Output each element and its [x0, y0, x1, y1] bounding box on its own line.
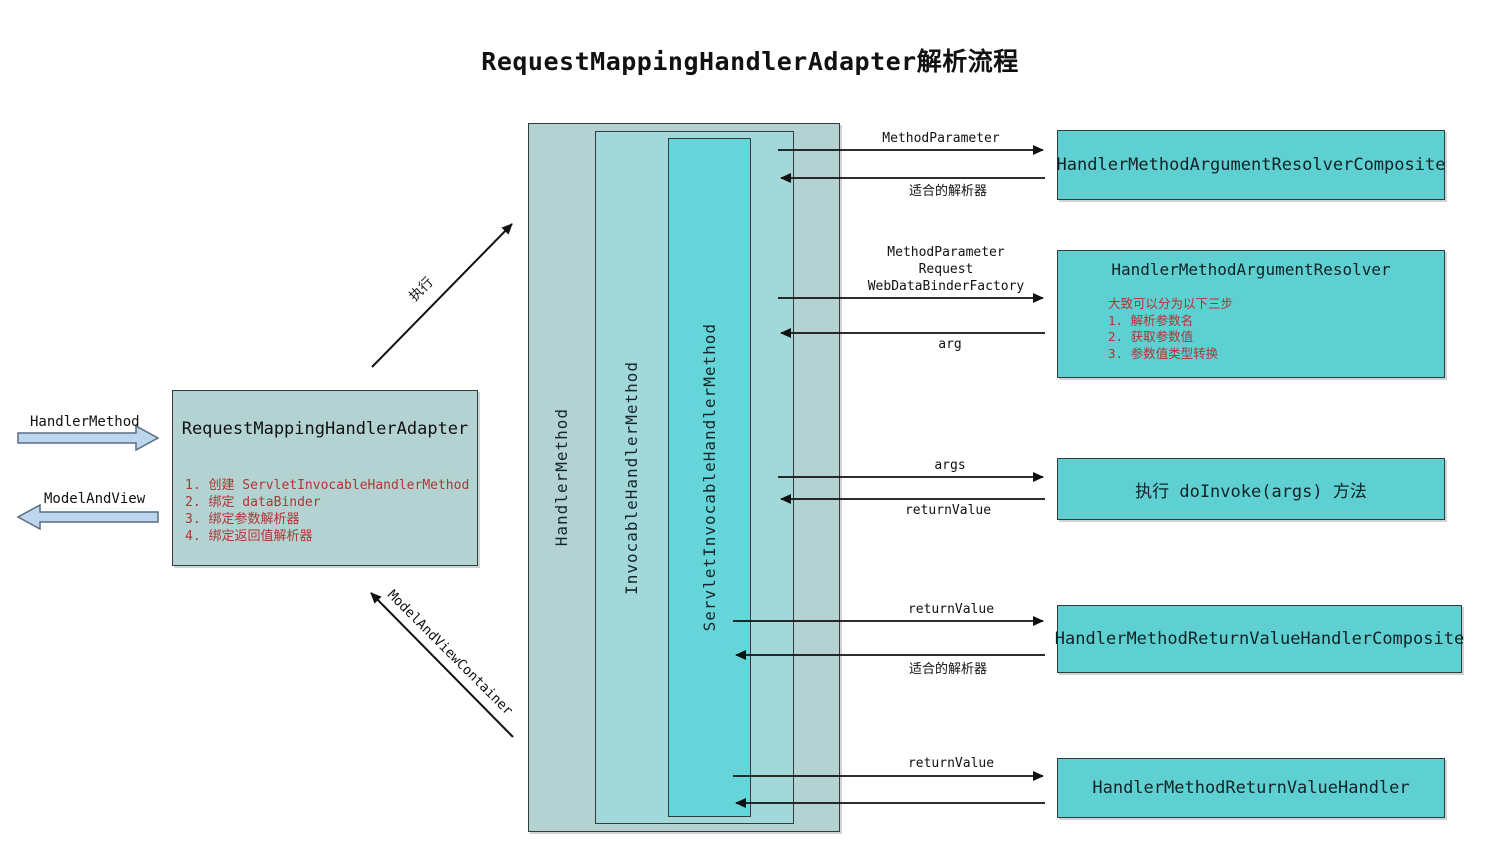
mav-container-diagonal-arrow — [370, 592, 514, 738]
request-mapping-handler-adapter-box: RequestMappingHandlerAdapter 1. 创建 Servl… — [172, 390, 478, 566]
g4-left-arrow-label: 适合的解析器 — [908, 662, 988, 677]
execute-diagonal-arrow — [371, 223, 513, 368]
servlet-invocable-handler-method-box-label: ServletInvocableHandlerMethod — [700, 323, 719, 632]
adapter-step-4: 4. 绑定返回值解析器 — [185, 529, 313, 544]
g2-right-arrow-label-line2: Request — [918, 262, 974, 277]
page-title: RequestMappingHandlerAdapter解析流程 — [481, 47, 1019, 76]
invocable-handler-method-box-label: InvocableHandlerMethod — [622, 360, 641, 595]
adapter-box-title: RequestMappingHandlerAdapter — [181, 419, 469, 439]
g4-right-arrow-label: returnValue — [907, 602, 995, 617]
handler-method-flow-label: HandlerMethod — [30, 414, 140, 430]
argument-resolver-note: 大致可以分为以下三步 — [1108, 296, 1234, 311]
g2-right-arrow-label-line1: MethodParameter — [887, 245, 1005, 260]
argument-resolver-composite-label: HandlerMethodArgumentResolverComposite — [1056, 155, 1446, 175]
g1-right-arrow-label: MethodParameter — [882, 131, 1000, 146]
g3-left-arrow-label: returnValue — [904, 503, 992, 518]
adapter-step-2: 2. 绑定 dataBinder — [185, 495, 321, 510]
do-invoke-box: 执行 doInvoke(args) 方法 — [1057, 458, 1445, 520]
adapter-step-1: 1. 创建 ServletInvocableHandlerMethod — [185, 478, 470, 493]
g5-right-arrow-label: returnValue — [907, 756, 995, 771]
return-value-handler-composite-label: HandlerMethodReturnValueHandlerComposite — [1054, 629, 1465, 649]
return-value-handler-label: HandlerMethodReturnValueHandler — [1092, 778, 1410, 798]
g3-right-arrow-label: args — [934, 458, 966, 473]
servlet-invocable-handler-method-box — [668, 138, 751, 817]
mav-container-arrow-label: ModelAndViewContainer — [383, 586, 517, 720]
execute-arrow-label: 执行 — [406, 274, 437, 305]
handler-method-label-strip: HandlerMethod — [528, 123, 595, 832]
argument-resolver-step-2: 2. 获取参数值 — [1108, 329, 1194, 344]
adapter-step-3: 3. 绑定参数解析器 — [185, 512, 300, 527]
handler-method-return-value-handler-composite-box: HandlerMethodReturnValueHandlerComposite — [1054, 605, 1465, 673]
do-invoke-label: 执行 doInvoke(args) 方法 — [1135, 481, 1367, 502]
argument-resolver-step-1: 1. 解析参数名 — [1108, 312, 1194, 328]
model-and-view-block-arrow — [16, 503, 159, 531]
argument-resolver-step-3: 3. 参数值类型转换 — [1108, 345, 1219, 361]
invocable-handler-method-label-strip: InvocableHandlerMethod — [595, 131, 668, 824]
servlet-invocable-handler-method-label-strip: ServletInvocableHandlerMethod — [668, 138, 751, 817]
g2-left-arrow-label: arg — [938, 337, 962, 352]
handler-method-return-value-handler-box: HandlerMethodReturnValueHandler — [1057, 758, 1445, 818]
adapter-box-steps: 1. 创建 ServletInvocableHandlerMethod 2. 绑… — [173, 477, 477, 545]
argument-resolver-steps: 大致可以分为以下三步 1. 解析参数名 2. 获取参数值 3. 参数值类型转换 — [1058, 296, 1444, 362]
g1-left-arrow-label: 适合的解析器 — [908, 184, 988, 199]
model-and-view-flow-label: ModelAndView — [44, 491, 146, 507]
g2-right-arrow-label-line3: WebDataBinderFactory — [867, 279, 1025, 294]
argument-resolver-title: HandlerMethodArgumentResolver — [1111, 260, 1391, 279]
handler-method-argument-resolver-box: HandlerMethodArgumentResolver 大致可以分为以下三步… — [1057, 250, 1445, 378]
handler-method-argument-resolver-composite-box: HandlerMethodArgumentResolverComposite — [1057, 130, 1445, 200]
handler-method-box-label: HandlerMethod — [552, 408, 571, 547]
